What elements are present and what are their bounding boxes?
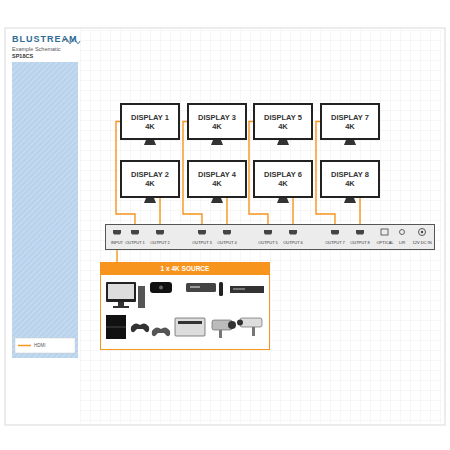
display-screen: DISPLAY 44K [187,160,247,198]
display-screen: DISPLAY 34K [187,103,247,140]
port-label: OUTPUT 1 [125,240,145,245]
display-screen: DISPLAY 64K [253,160,313,198]
source-box: 1 x 4K SOURCE [100,262,270,350]
legend-box [15,338,75,353]
source-heading: 1 x 4K SOURCE [161,265,210,273]
display-screen: DISPLAY 24K [120,160,180,198]
power-socket [419,229,426,236]
display-name: DISPLAY 3 [198,113,236,122]
optical-port [381,229,388,235]
port-label: L/R [399,240,405,245]
port-label: OUTPUT 2 [150,240,170,245]
display-name: DISPLAY 2 [131,170,169,179]
port-label: OUTPUT 6 [283,240,303,245]
resolution: 4K [278,122,288,131]
side-panel [12,62,78,358]
source-header: 1 x 4K SOURCE [101,263,269,275]
device-body [105,224,435,250]
resolution: 4K [345,179,355,188]
hdmi-cable [292,198,293,224]
display-screen: DISPLAY 74K [320,103,380,140]
audio-jack [400,230,405,235]
resolution: 4K [278,179,288,188]
display-name: DISPLAY 5 [264,113,302,122]
resolution: 4K [345,122,355,131]
port-label: INPUT [111,240,123,245]
resolution: 4K [212,179,222,188]
port-label: 12V DC IN [412,240,431,245]
port-label: OUTPUT 7 [325,240,345,245]
hdmi-cable [359,198,360,224]
display-name: DISPLAY 8 [331,170,369,179]
model-number: SP18CS [12,53,33,59]
hdmi-cable [226,198,227,224]
sheet-frame [5,28,445,425]
display-name: DISPLAY 6 [264,170,302,179]
resolution: 4K [145,122,155,131]
resolution: 4K [145,179,155,188]
source-devices [106,282,264,339]
hdmi-cable [159,198,160,224]
port-label: OUTPUT 8 [350,240,370,245]
display-screen: DISPLAY 54K [253,103,313,140]
grid [80,30,442,423]
port-label: OUTPUT 3 [192,240,212,245]
display-name: DISPLAY 1 [131,113,169,122]
hdmi-ports [113,230,364,235]
brand-logo: BLUSTREAM [12,34,78,44]
schematic-title: Example Schematic [12,46,61,52]
splitter-unit: INPUTOUTPUT 1 OUTPUT 2 OUTPUT 3 OUTPUT 4 OUT… [105,224,435,250]
display-screen: DISPLAY 84K [320,160,380,198]
display-name: DISPLAY 7 [331,113,369,122]
source-ground [100,262,270,350]
port-label: OUTPUT 4 [217,240,237,245]
resolution: 4K [212,122,222,131]
port-label: OUTPUT 5 [258,240,278,245]
hdmi-cable [116,250,117,262]
legend-text: HDMI [34,343,46,348]
legend-line-sample [18,345,31,347]
power-pin [421,231,423,233]
display-name: DISPLAY 4 [198,170,236,179]
port-label: OPTICAL [376,240,393,245]
display-screen: DISPLAY 14K [120,103,180,140]
